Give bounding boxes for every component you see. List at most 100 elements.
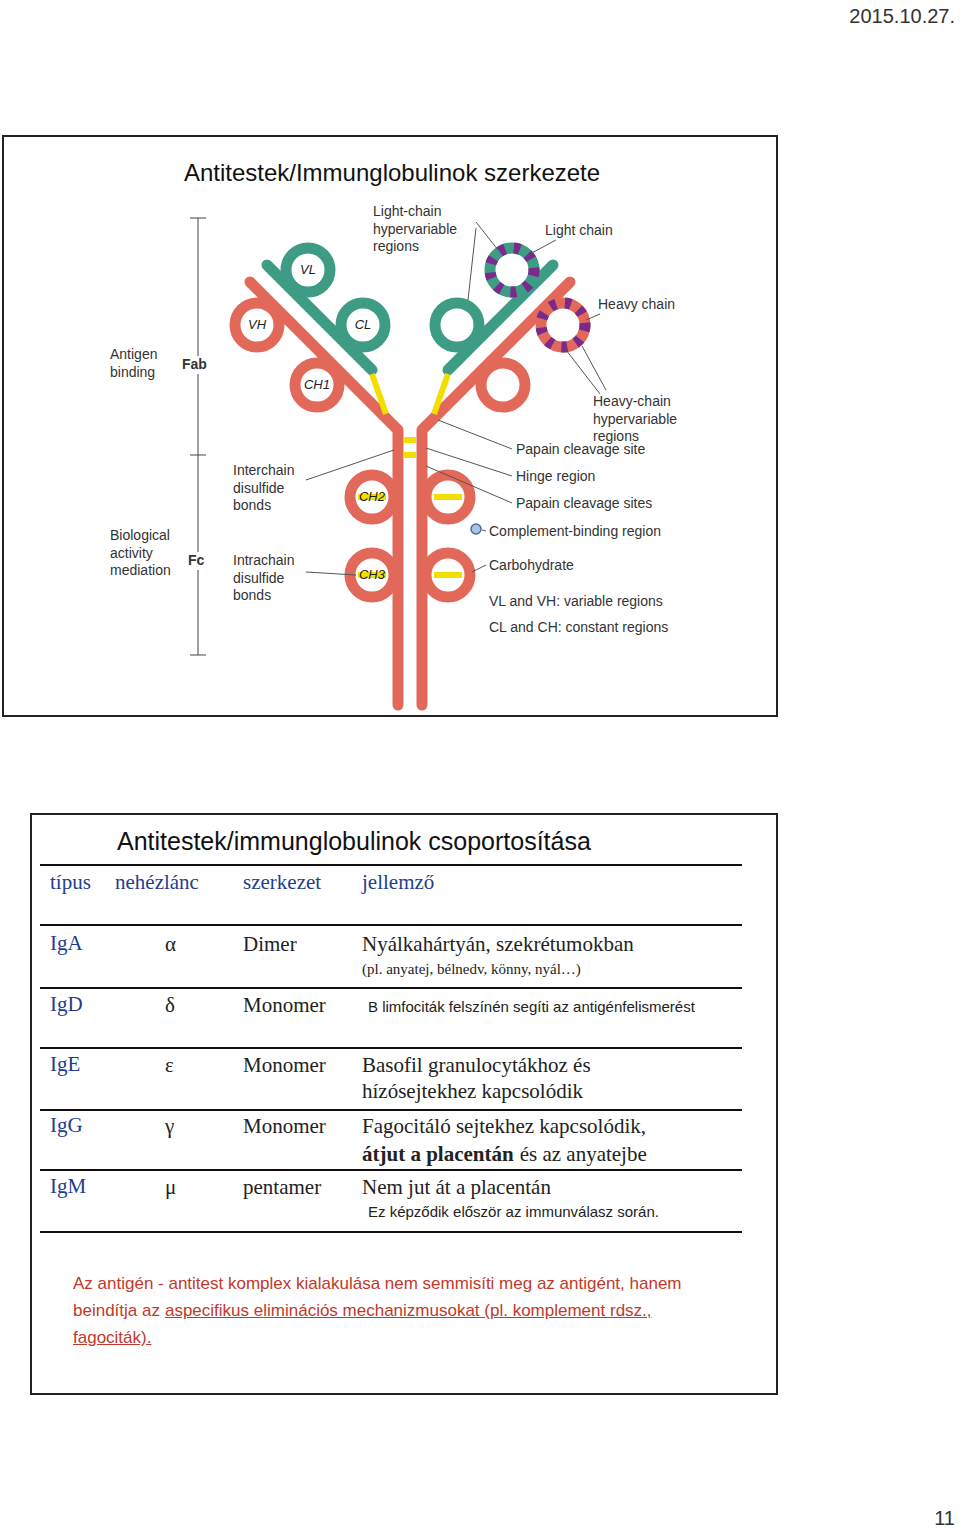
leader-line — [476, 222, 498, 250]
label-box: Heavy-chain hypervariable regions — [593, 393, 695, 446]
label-text: μ — [165, 1175, 176, 1199]
leader-line — [472, 565, 486, 572]
heavy-chain — [350, 475, 394, 519]
label-text: IgG — [50, 1113, 83, 1137]
label-text: pentamer — [243, 1175, 321, 1199]
heavy-chain — [235, 282, 585, 705]
label-text: CH1 — [304, 377, 330, 392]
disulfide-bond — [434, 572, 462, 578]
label-box: ε — [165, 1052, 174, 1078]
label-box: Light chain — [545, 222, 613, 240]
heavy-chain — [541, 303, 585, 347]
light-chain — [286, 248, 330, 292]
label-text: jellemző — [362, 870, 434, 894]
label-text: Complement-binding region — [489, 523, 661, 539]
label-box: CL and CH: constant regions — [489, 619, 668, 637]
label-text: Biological activity mediation — [110, 527, 171, 578]
heavy-chain — [295, 363, 339, 407]
complement-dot — [471, 524, 481, 534]
label-text: nehézlánc — [115, 870, 199, 894]
label-box: α — [165, 931, 176, 957]
slide-title: Antitestek/Immunglobulinok szerkezete — [184, 159, 600, 187]
label-box: δ — [165, 992, 175, 1018]
label-box: nehézlánc — [115, 870, 199, 895]
label-box: IgM — [50, 1174, 86, 1199]
leader-line — [482, 530, 486, 531]
leader-line — [426, 466, 512, 503]
label-text: δ — [165, 993, 175, 1017]
label-box: Fagocitáló sejtekhez kapcsolódik, — [362, 1113, 646, 1139]
dimension-line — [190, 655, 206, 656]
label-box: típus — [50, 870, 91, 895]
label-text: Light-chain hypervariable regions — [373, 203, 457, 254]
label-text: CL — [355, 317, 372, 332]
label-text: Dimer — [243, 932, 297, 956]
label-box: CH3 — [359, 567, 385, 583]
label-text: B limfociták felszínén segíti az antigén… — [368, 998, 695, 1015]
label-box: Fab — [180, 356, 209, 374]
label-box: átjut a placentánés az anyatejbe — [362, 1141, 647, 1167]
label-text: CH3 — [359, 567, 385, 582]
dimension-line — [198, 218, 199, 655]
light-chain — [435, 303, 479, 347]
label-box: (pl. anyatej, bélnedv, könny, nyál…) — [362, 960, 581, 978]
leader-line — [306, 572, 356, 575]
label-text: Monomer — [243, 1114, 326, 1138]
label-box: Biological activity mediation — [110, 527, 185, 580]
table-rule — [40, 1231, 742, 1233]
heavy-chain — [481, 363, 525, 407]
label-text: Nem jut át a placentán — [362, 1175, 551, 1199]
label-text: Nyálkahártyán, szekrétumokban — [362, 932, 634, 956]
table-rule — [40, 865, 742, 1232]
label-box: 2015.10.27. — [849, 4, 955, 28]
label-box: 11 — [934, 1506, 955, 1530]
label-box: IgE — [50, 1052, 80, 1077]
slide-title: Antitestek/immunglobulinok csoportosítás… — [117, 827, 591, 856]
label-text: VH — [248, 317, 266, 332]
label-box: Heavy chain — [598, 296, 675, 314]
label-box: Nyálkahártyán, szekrétumokban — [362, 931, 634, 957]
label-box: Interchain disulfide bonds — [233, 462, 308, 515]
leader-line — [566, 350, 600, 394]
label-box: Ez képződik először az immunválasz során… — [368, 1203, 659, 1221]
label-text: Papain cleavage sites — [516, 495, 652, 511]
label-box: IgG — [50, 1113, 83, 1138]
disulfide-bond — [404, 437, 416, 443]
table-rule — [40, 1169, 742, 1171]
label-text: Carbohydrate — [489, 557, 574, 573]
label-box: jellemző — [362, 870, 434, 895]
label-box: VL — [300, 262, 316, 278]
label-box: CH1 — [304, 377, 330, 393]
label-box: Basofil granulocytákhoz és hízósejtekhez… — [362, 1052, 662, 1105]
label-box: Nem jut át a placentán — [362, 1174, 551, 1200]
dimension-line — [190, 218, 206, 655]
label-box: Papain cleavage sites — [516, 495, 652, 513]
label-text: (pl. anyatej, bélnedv, könny, nyál…) — [362, 961, 581, 977]
label-box: CH2 — [359, 489, 385, 505]
label-text: Fab — [182, 356, 207, 372]
leader-line — [586, 314, 600, 320]
label-text: Hinge region — [516, 468, 595, 484]
label-box: VH — [248, 317, 266, 333]
label-text: IgE — [50, 1052, 80, 1076]
label-box: Intrachain disulfide bonds — [233, 552, 308, 605]
label-text: Heavy chain — [598, 296, 675, 312]
label-box: Hinge region — [516, 468, 595, 486]
label-box: IgA — [50, 931, 83, 956]
hypervariable-region — [541, 303, 585, 347]
leader-line — [582, 346, 606, 390]
label-text: Antigen binding — [110, 346, 157, 380]
light-chain — [490, 248, 534, 292]
label-text: VL and VH: variable regions — [489, 593, 663, 609]
label-text: VL — [300, 262, 316, 277]
label-text: Interchain disulfide bonds — [233, 462, 294, 513]
label-text: típus — [50, 870, 91, 894]
label-box: szerkezet — [243, 870, 321, 895]
label-text: IgA — [50, 931, 83, 955]
label-text: Basofil granulocytákhoz és hízósejtekhez… — [362, 1053, 591, 1103]
dimension-line — [190, 218, 206, 219]
table-rule — [40, 1109, 742, 1111]
table-rule — [40, 987, 742, 989]
label-box: IgD — [50, 992, 83, 1017]
